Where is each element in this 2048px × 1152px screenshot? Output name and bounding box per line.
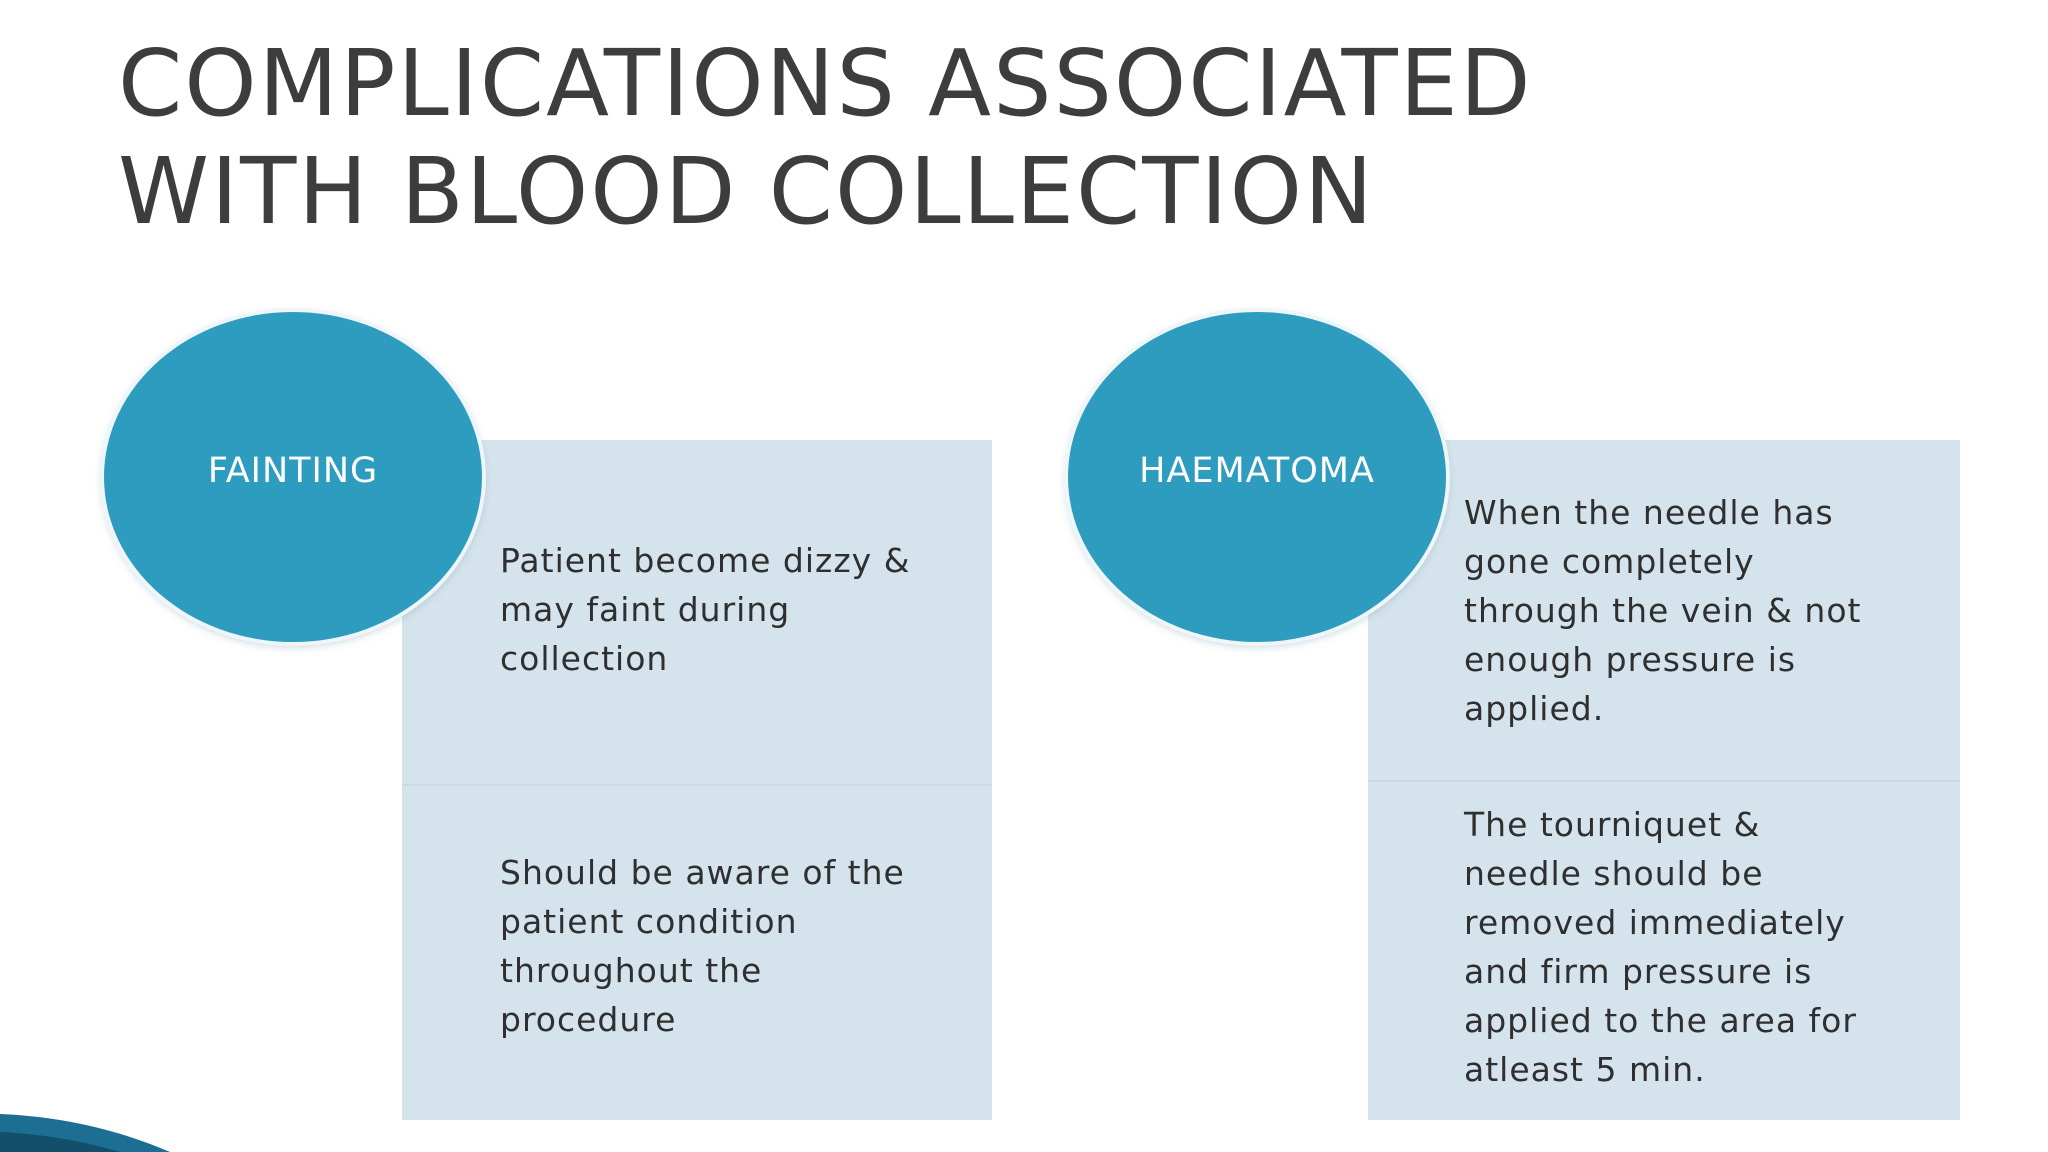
fainting-point-2: Should be aware of the patient condition… <box>500 853 905 1039</box>
fainting-circle: FAINTING <box>104 312 482 642</box>
corner-swoosh-decoration <box>0 1114 170 1152</box>
panel-divider <box>402 784 992 786</box>
haematoma-point-2: The tourniquet & needle should be remove… <box>1464 805 1857 1089</box>
fainting-point-1: Patient become dizzy & may faint during … <box>500 541 911 678</box>
panel-divider <box>1368 780 1960 782</box>
slide-title: COMPLICATIONS ASSOCIATED WITH BLOOD COLL… <box>118 30 1533 245</box>
haematoma-circle: HAEMATOMA <box>1068 312 1446 642</box>
haematoma-panel <box>1368 440 1960 1120</box>
haematoma-label: HAEMATOMA <box>1139 451 1375 491</box>
fainting-panel <box>402 440 992 1120</box>
haematoma-point-1: When the needle has gone completely thro… <box>1464 493 1862 728</box>
fainting-label: FAINTING <box>207 451 379 491</box>
